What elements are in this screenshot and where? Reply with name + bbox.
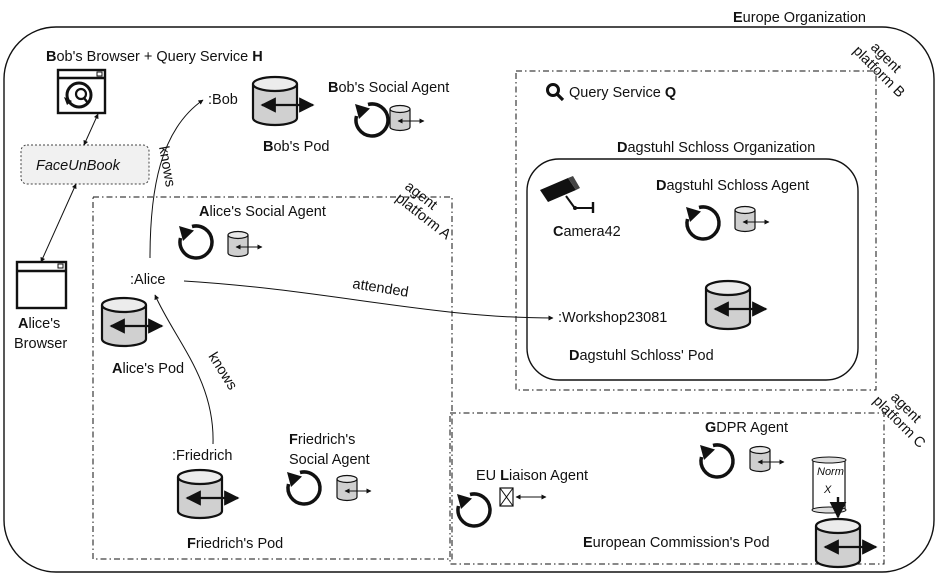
gdpr-agent-label: GDPR Agent [705,420,788,436]
camera42-label: Camera42 [553,224,621,240]
friedrichs-social-agent-label-line2: Social Agent [289,452,370,468]
europe-organization-boundary [3,26,935,573]
gdpr-agent-cycle-icon [698,443,735,479]
dagstuhl-organization-boundary [526,158,859,381]
friedrichs-social-agent-pod-icon [337,476,371,501]
knows-edge-label-bob: knows [155,145,178,188]
bobs-pod-icon [253,77,313,125]
knows-edge-alice-to-bob [149,99,204,259]
dagstuhl-schloss-agent-label: Dagstuhl Schloss Agent [656,178,809,194]
dagstuhl-pod-icon [706,281,766,329]
alices-social-agent-pod-icon [228,232,262,257]
agent-platform-c-boundary [449,412,885,565]
norm-label: Norm [817,466,844,478]
faceunbook-to-alices-browser-edge [40,183,77,263]
alices-pod-label: Alice's Pod [112,361,184,377]
magnifier-icon [546,83,565,102]
ec-pod-icon [816,519,876,567]
bobs-social-agent-pod-icon [390,106,424,131]
attended-edge-label: attended [351,276,409,301]
europe-organization-label: Europe Organization [733,10,866,26]
friedrichs-social-agent-label: Friedrich's [289,432,355,448]
faceunbook-to-bobs-browser-edge [83,113,99,146]
alices-browser-icon [15,260,68,310]
agent-platform-a-boundary [92,196,453,560]
agent-platform-b-label: agentplatform B [849,32,918,101]
friedrichs-social-agent-cycle-icon [285,470,322,506]
alices-browser-label-line2: Browser [14,336,67,352]
alices-social-agent-cycle-icon [177,224,214,260]
ec-pod-label: European Commission's Pod [583,535,770,551]
alices-browser-label: Alice's [18,316,60,332]
gdpr-agent-pod-icon [750,447,784,472]
bobs-social-agent-cycle-icon [353,102,390,138]
alices-pod-icon [102,298,162,346]
bobs-pod-label: Bob's Pod [263,139,329,155]
eu-liaison-agent-label: EU Liaison Agent [476,468,588,484]
attended-edge [183,280,554,321]
dagstuhl-pod-label: Dagstuhl Schloss' Pod [569,348,714,364]
workshop-node-label: :Workshop23081 [558,310,667,326]
dagstuhl-agent-pod-icon [735,207,769,232]
friedrichs-pod-label: Friedrich's Pod [187,536,283,552]
bobs-browser-label: Bob's Browser + Query Service H [46,49,263,65]
norm-label-line2: X [823,484,832,496]
envelope-icon [499,487,514,507]
query-service-label: Query Service Q [569,85,676,101]
bob-node-label: :Bob [208,92,238,108]
alice-node-label: :Alice [130,272,165,288]
knows-edge-label-friedrich: knows [205,350,240,393]
dagstuhl-organization-label: Dagstuhl Schloss Organization [617,140,815,156]
eu-liaison-agent-cycle-icon [455,492,492,528]
faceunbook-label: FaceUnBook [36,158,121,174]
alices-social-agent-label: Alice's Social Agent [199,204,326,220]
bobs-social-agent-label: Bob's Social Agent [328,80,449,96]
friedrich-node-label: :Friedrich [172,448,232,464]
browser-query-icon [56,68,107,115]
agent-platform-c-label: agentplatform C [869,382,938,451]
knows-edge-friedrich-to-alice [154,294,214,445]
agent-platform-b-boundary [515,70,877,391]
dagstuhl-agent-cycle-icon [684,205,721,241]
friedrichs-pod-icon [178,470,238,518]
camera-icon [540,176,595,213]
